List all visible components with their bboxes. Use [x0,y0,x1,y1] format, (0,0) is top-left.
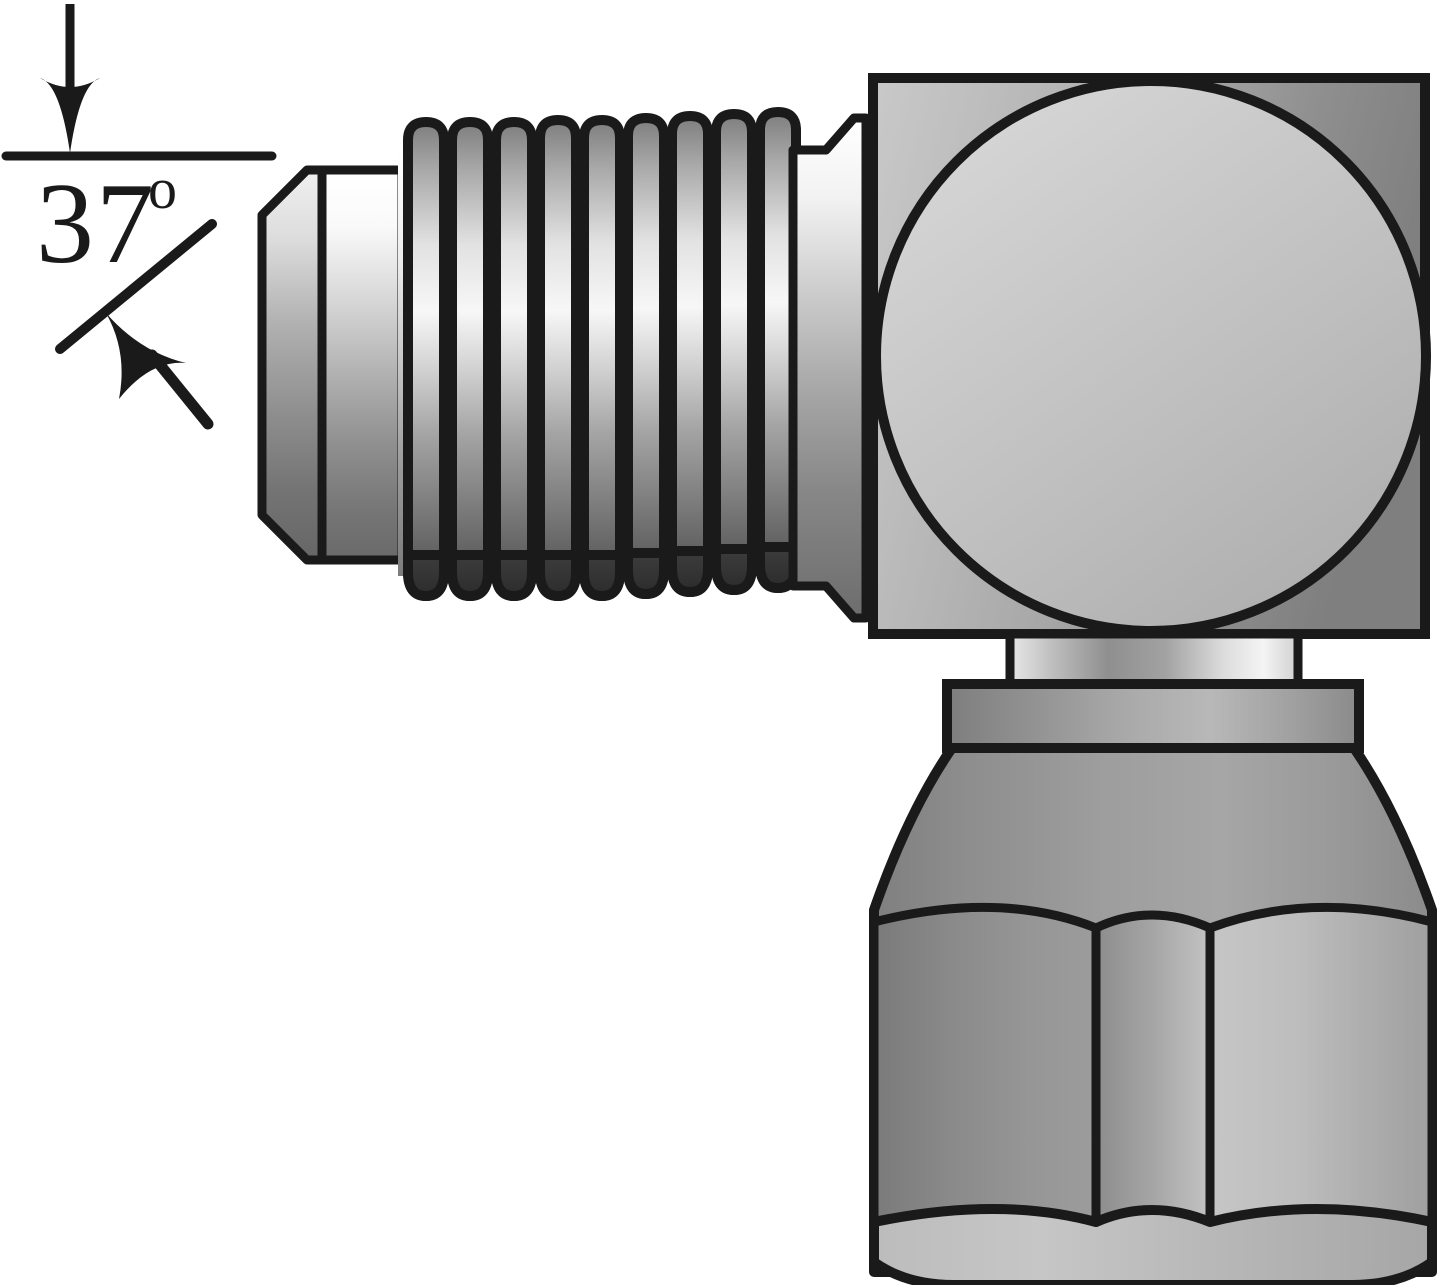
thread-runout-shoulder [788,113,871,623]
nut-facet-center [1091,910,1215,1227]
angle-annotation: 37 o [1,4,277,430]
thread-turn [579,115,625,601]
swivel-hex-nut [869,743,1437,1285]
leader-arrow-head [106,313,186,399]
elbow-body [868,73,1431,639]
retaining-collar [942,679,1364,753]
angle-value-text: 37 [36,160,156,288]
thread-turns [403,107,801,601]
thread-turn [667,111,713,597]
thread-turn [711,109,757,595]
thread-turn [623,113,669,599]
datum-arrow-head [40,78,100,153]
elbow-body-boss [871,76,1431,636]
thread-turn [403,117,449,601]
leader-arrow-shaft [146,349,214,430]
degree-symbol: o [148,156,177,221]
flare-nose-barrel [317,165,407,565]
flare-angle-ray [55,219,217,354]
nut-facet-right [1205,902,1437,1227]
flare-nose-assembly [257,165,407,565]
thread-turn [491,117,537,601]
nut-bottom-chamfer [869,1204,1437,1285]
nut-facet-left [869,902,1101,1227]
thread-turn [447,117,493,601]
thread-turn [535,115,581,601]
